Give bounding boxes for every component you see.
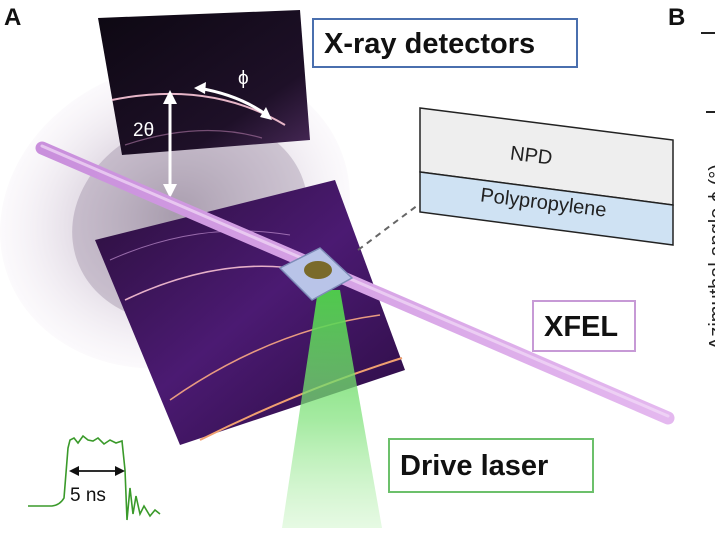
- xfel-beam-highlight: [40, 144, 670, 418]
- phi-arrowhead-left: [194, 82, 206, 94]
- lower-detector-ring-1: [199, 357, 403, 441]
- layer-leader-line: [357, 204, 419, 251]
- xfel-label: XFEL: [532, 300, 636, 352]
- two-theta-label: 2θ: [133, 120, 155, 141]
- xray-detectors-label: X-ray detectors: [312, 18, 578, 68]
- pulse-width-arrowhead-left: [69, 466, 79, 476]
- upper-xray-detector: [98, 10, 310, 155]
- azimuthal-axis-label: Azimuthal angle ϕ (°): [706, 164, 715, 350]
- two-theta-arrowhead-top: [163, 90, 177, 104]
- pulse-width-arrowhead-right: [115, 466, 125, 476]
- phi-arrow: [197, 86, 269, 118]
- sample-disc: [304, 261, 332, 279]
- upper-detector-ring-faint: [124, 129, 263, 146]
- drive-laser-label: Drive laser: [388, 438, 594, 493]
- drive-laser-beam: [282, 290, 382, 528]
- lower-detector-ring-2: [169, 314, 381, 401]
- xfel-beam: [35, 141, 675, 425]
- polypropylene-layer: [419, 171, 674, 246]
- phi-arrowhead-right: [260, 107, 272, 120]
- pulse-duration-label: 5 ns: [70, 485, 106, 506]
- phi-label: ϕ: [238, 68, 249, 89]
- panel-label-b: B: [668, 4, 686, 31]
- panel-label-a: A: [4, 4, 22, 31]
- two-theta-arrowhead-bottom: [163, 184, 177, 198]
- pulse-trace: [28, 434, 161, 521]
- lower-detector-ring-4: [109, 230, 291, 261]
- npd-label: NPD: [508, 142, 554, 170]
